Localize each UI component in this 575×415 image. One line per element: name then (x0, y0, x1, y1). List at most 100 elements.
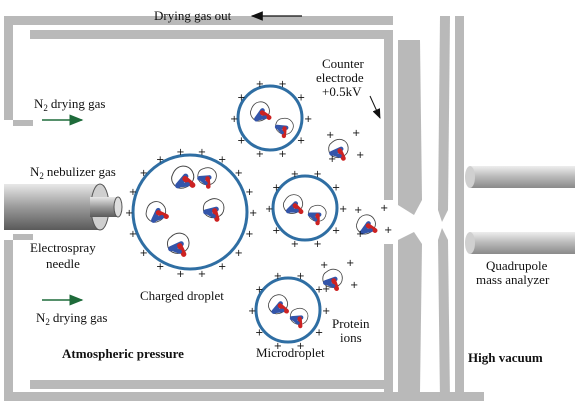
charge-plus-sign: + (346, 258, 354, 269)
quadrupole-label-1: Quadrupole (486, 258, 548, 273)
charge-plus-sign: + (140, 168, 148, 179)
charge-plus-sign: + (237, 136, 245, 147)
charge-plus-sign: + (218, 154, 226, 165)
charge-plus-sign: + (156, 154, 164, 165)
charge-plus-sign: + (291, 239, 299, 250)
droplet: ++++++++++ (230, 79, 312, 160)
free-protein-ions-layer: + + + + + + + + + + + + (320, 128, 392, 295)
charge-plus-sign: + (234, 168, 242, 179)
counter-electrode-arrow (369, 95, 381, 119)
charge-plus-sign: + (291, 169, 299, 180)
charge-plus-sign: + (256, 79, 264, 90)
protein-icon (283, 194, 304, 215)
charge-plus-sign: + (274, 271, 282, 282)
electrospray-needle (4, 183, 123, 231)
charge-plus-sign: + (332, 226, 340, 237)
charge-plus-sign: + (248, 306, 256, 317)
charge-plus-sign: + (237, 92, 245, 103)
charge-plus-sign: + (278, 79, 286, 90)
protein-ions-label-1: Protein (332, 316, 370, 331)
charge-plus-sign: + (326, 130, 334, 141)
free-protein-ion: + + + + (326, 128, 364, 165)
free-protein-ion: + + + + (320, 258, 358, 295)
protein-icon (328, 138, 349, 161)
protein-icon (268, 294, 289, 315)
protein-icon (250, 101, 272, 122)
charge-plus-sign: + (129, 187, 137, 198)
charge-plus-sign: + (313, 169, 321, 180)
electrospray-label-2: needle (46, 256, 80, 271)
charge-plus-sign: + (256, 149, 264, 160)
charge-plus-sign: + (304, 114, 312, 125)
charge-plus-sign: + (255, 284, 263, 295)
charge-plus-sign: + (339, 204, 347, 215)
counter-electrode-label-3: +0.5kV (322, 84, 362, 99)
droplet: ++++++++++++++++++ (125, 147, 257, 280)
charge-plus-sign: + (332, 182, 340, 193)
charge-plus-sign: + (125, 208, 133, 219)
charge-plus-sign: + (297, 92, 305, 103)
charge-plus-sign: + (350, 280, 358, 291)
charged-droplet-label: Charged droplet (140, 288, 224, 303)
charge-plus-sign: + (315, 284, 323, 295)
free-protein-ion: + + + + (354, 203, 392, 240)
droplet: ++++++++++ (248, 271, 330, 352)
charge-plus-sign: + (274, 341, 282, 352)
chamber-walls (4, 16, 484, 401)
protein-icon (322, 268, 343, 292)
charge-plus-sign: + (245, 187, 253, 198)
charge-plus-sign: + (198, 269, 206, 280)
charge-plus-sign: + (230, 114, 238, 125)
charge-plus-sign: + (278, 149, 286, 160)
charge-plus-sign: + (322, 284, 330, 295)
quadrupole-label-2: mass analyzer (476, 272, 550, 287)
charge-plus-sign: + (380, 203, 388, 214)
charge-plus-sign: + (234, 248, 242, 259)
charge-plus-sign: + (354, 205, 362, 216)
protein-icon (356, 214, 378, 235)
charge-plus-sign: + (265, 204, 273, 215)
protein-icon (289, 308, 309, 329)
droplets-layer: ++++++++++++++++++++++++++++++++++++++++… (125, 79, 347, 352)
charge-plus-sign: + (176, 269, 184, 280)
charge-plus-sign: + (315, 328, 323, 339)
quadrupole-rods (465, 166, 575, 254)
charge-plus-sign: + (198, 147, 206, 158)
charge-plus-sign: + (384, 225, 392, 236)
electrospray-label-1: Electrospray (30, 240, 96, 255)
protein-icon (171, 165, 196, 189)
charge-plus-sign: + (296, 341, 304, 352)
charge-plus-sign: + (272, 182, 280, 193)
charge-plus-sign: + (328, 154, 336, 165)
high-vacuum-label: High vacuum (468, 350, 543, 365)
protein-icon (307, 204, 327, 226)
charge-plus-sign: + (129, 229, 137, 240)
charge-plus-sign: + (255, 328, 263, 339)
protein-icon (145, 201, 169, 223)
charge-plus-sign: + (176, 147, 184, 158)
protein-ions-label-2: ions (340, 330, 362, 345)
charge-plus-sign: + (320, 260, 328, 271)
charge-plus-sign: + (322, 306, 330, 317)
microdroplet-label: Microdroplet (256, 345, 325, 360)
charge-plus-sign: + (218, 262, 226, 273)
charge-plus-sign: + (156, 262, 164, 273)
drying-gas-out-label: Drying gas out (154, 8, 232, 23)
charge-plus-sign: + (352, 128, 360, 139)
charge-plus-sign: + (356, 150, 364, 161)
droplet: + + + + + + + + + + (265, 169, 347, 250)
counter-electrode-label-2: electrode (316, 70, 364, 85)
atmospheric-pressure-label: Atmospheric pressure (62, 346, 184, 361)
charge-plus-sign: + (272, 226, 280, 237)
charge-plus-sign: + (356, 229, 364, 240)
charge-plus-sign: + (140, 248, 148, 259)
charge-plus-sign: + (313, 239, 321, 250)
counter-electrode-label-1: Counter (322, 56, 365, 71)
charge-plus-sign: + (249, 208, 257, 219)
charge-plus-sign: + (296, 271, 304, 282)
protein-icon (202, 198, 225, 222)
